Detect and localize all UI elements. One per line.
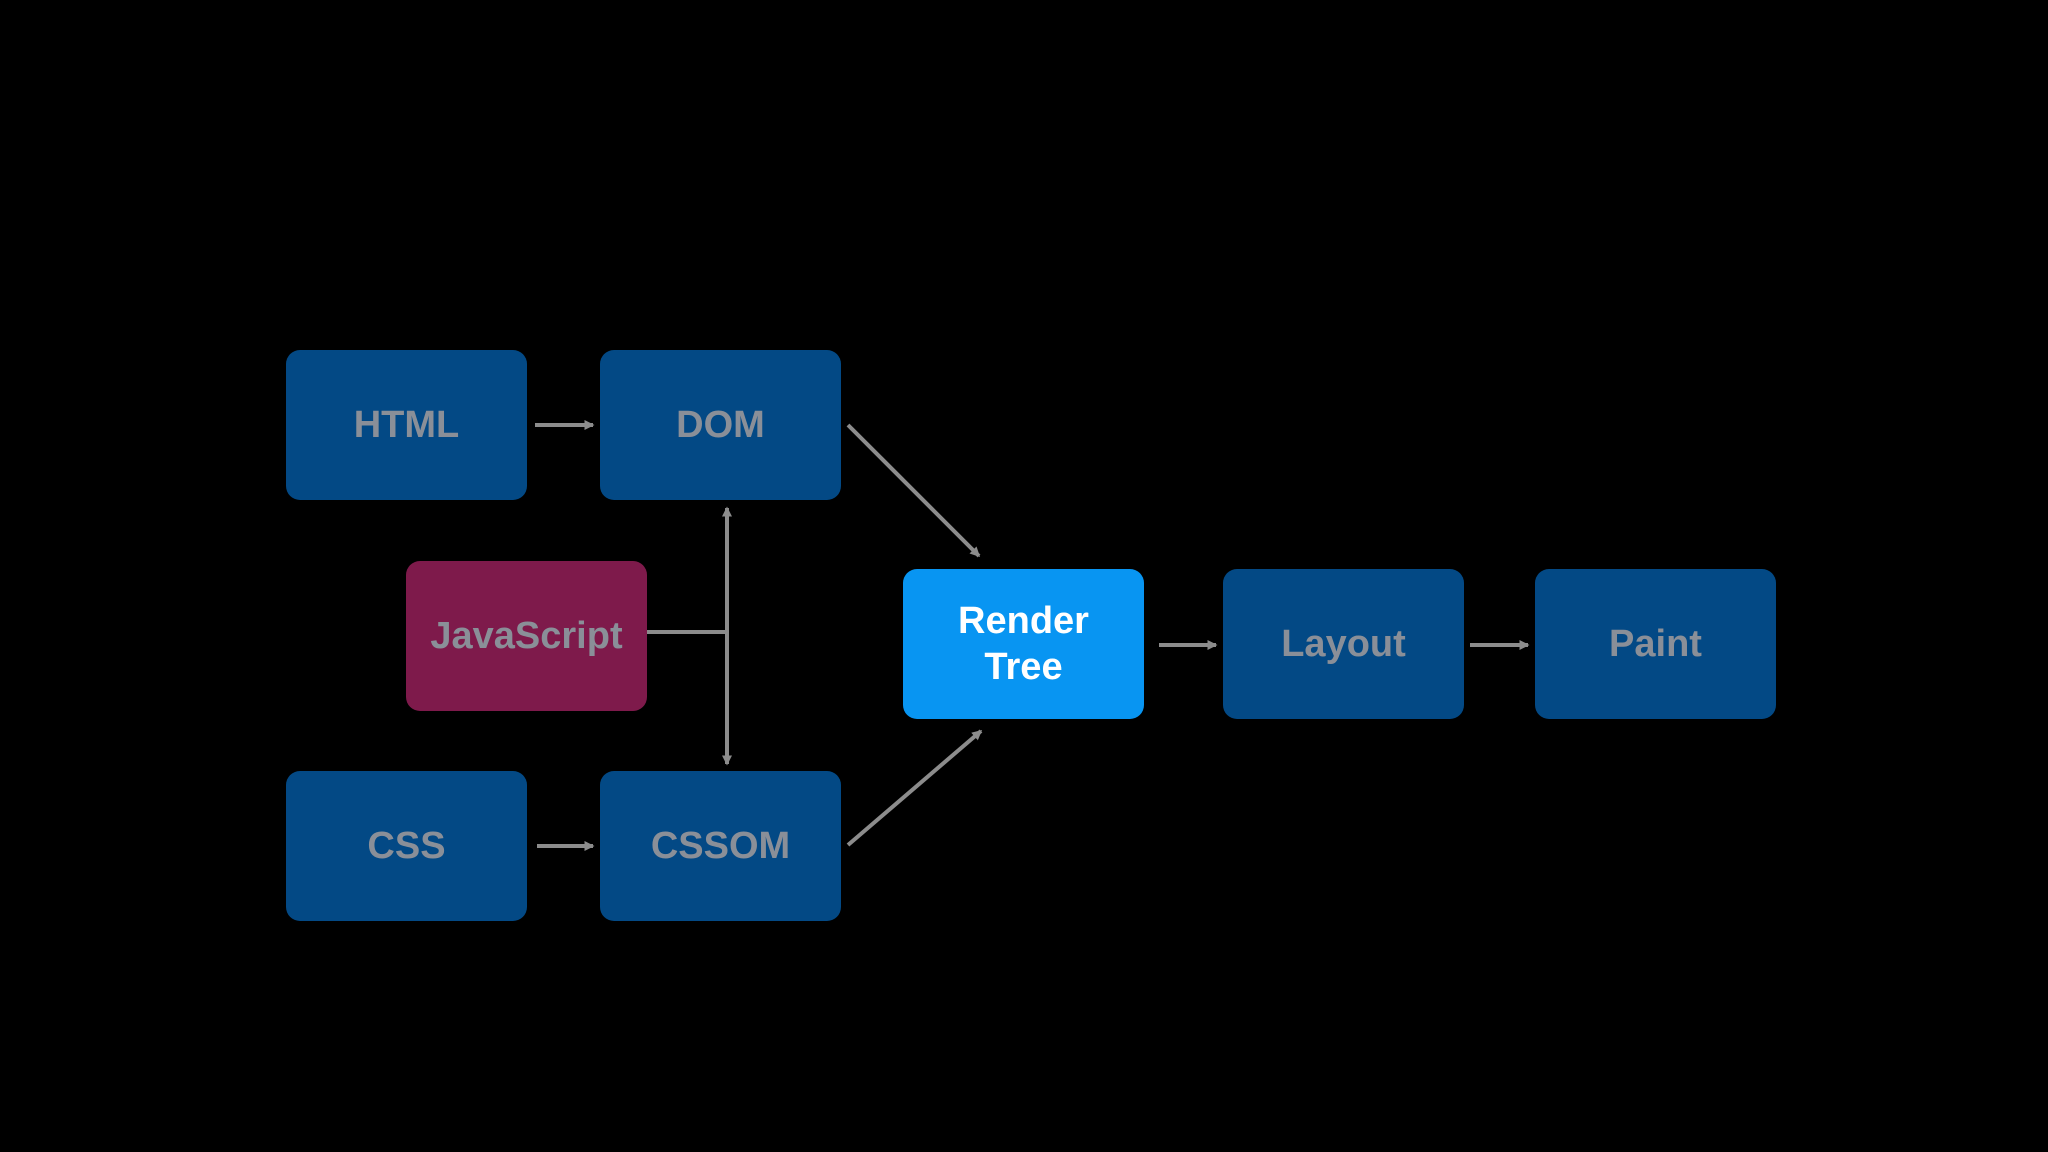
arrow-dom-to-render-tree (846, 423, 981, 558)
node-html-label: HTML (353, 404, 460, 446)
node-render-tree: Render Tree (903, 569, 1144, 719)
node-cssom: CSSOM (600, 771, 841, 921)
node-paint-label: Paint (1609, 623, 1702, 665)
node-html: HTML (286, 350, 527, 500)
node-layout-label: Layout (1281, 623, 1406, 665)
node-javascript-label: JavaScript (430, 615, 623, 657)
node-dom-label: DOM (676, 404, 765, 446)
node-css: CSS (286, 771, 527, 921)
node-dom: DOM (600, 350, 841, 500)
node-render-tree-label: Render Tree (958, 600, 1089, 688)
node-paint: Paint (1535, 569, 1776, 719)
node-cssom-label: CSSOM (650, 825, 791, 867)
arrow-cssom-to-render-tree (846, 729, 983, 847)
node-javascript: JavaScript (406, 561, 647, 711)
node-css-label: CSS (367, 825, 446, 867)
node-layout: Layout (1223, 569, 1464, 719)
